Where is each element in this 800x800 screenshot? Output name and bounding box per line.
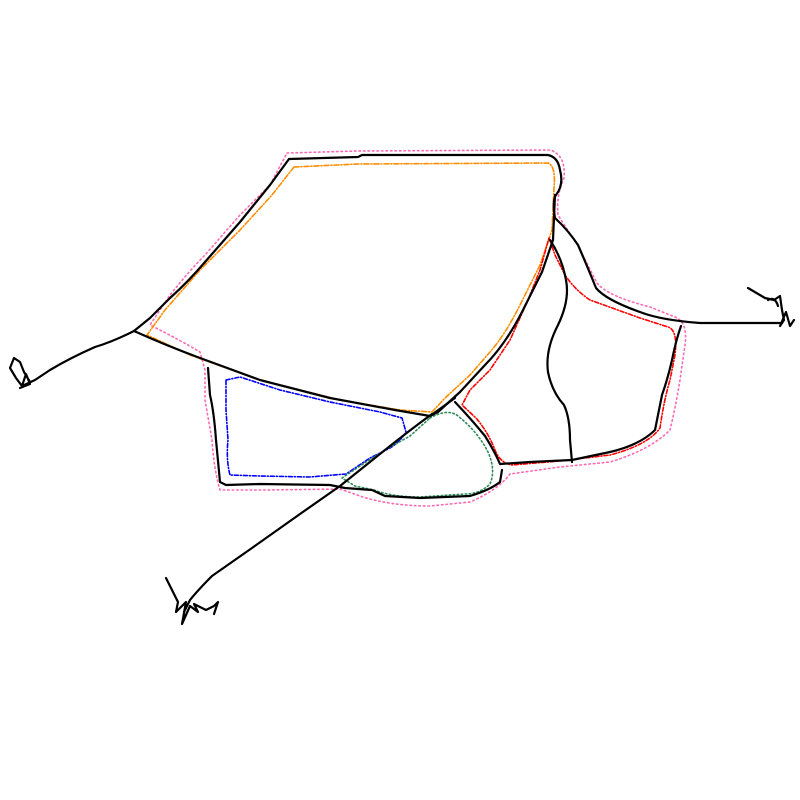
center-divider-stroke [453,324,683,466]
right-roof-stroke [428,193,557,418]
inner-vertical-stroke [546,238,574,464]
right-edge-stroke [553,216,784,325]
outer-boundary-outline [149,149,687,507]
left-roof-stroke [20,157,291,388]
right-hand-stroke [746,286,796,328]
lower-hand-stroke [164,576,220,626]
long-leg-stroke [182,412,434,614]
top-edge-stroke [287,153,563,220]
middle-bottom-region-outline [341,411,494,498]
left-wall-stroke [206,366,504,500]
ink-strokes [8,153,796,626]
lower-roof-stroke [132,329,457,418]
left-bottom-region-outline [225,376,407,478]
right-region-outline [461,237,677,466]
left-hand-stroke [8,356,32,390]
